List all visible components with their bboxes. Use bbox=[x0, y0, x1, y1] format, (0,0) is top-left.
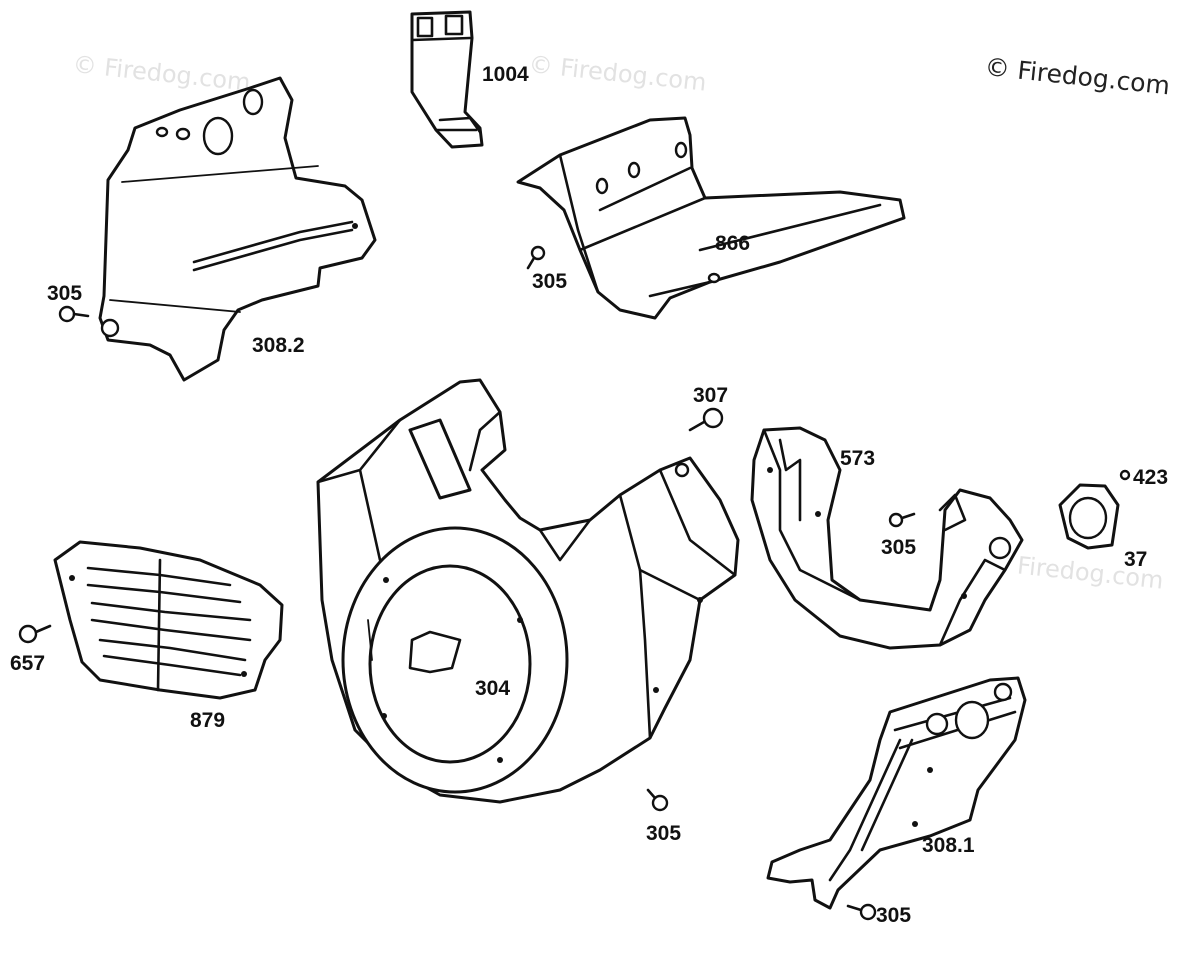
label-305-top: 305 bbox=[532, 270, 567, 293]
part-879-grille bbox=[53, 540, 284, 700]
screw-305-bottom bbox=[646, 788, 669, 812]
label-305-shroud: 305 bbox=[881, 536, 916, 559]
watermark-main: © Firedog.com bbox=[983, 52, 1171, 100]
screw-305-top bbox=[526, 245, 546, 270]
screw-307 bbox=[688, 407, 724, 432]
label-304: 304 bbox=[475, 677, 510, 700]
label-308-1: 308.1 bbox=[922, 834, 975, 857]
part-labels: 1004 305 308.2 866 305 307 573 423 305 3… bbox=[10, 63, 1168, 927]
label-879: 879 bbox=[190, 709, 225, 732]
watermark-top-left: © Firedog.com bbox=[71, 50, 251, 97]
label-307: 307 bbox=[693, 384, 728, 407]
watermark-top-center: © Firedog.com bbox=[527, 50, 707, 97]
label-573: 573 bbox=[840, 447, 875, 470]
label-866: 866 bbox=[715, 232, 750, 255]
label-305-left: 305 bbox=[47, 282, 82, 305]
part-308-1-bracket bbox=[766, 676, 1027, 910]
screw-657 bbox=[18, 624, 52, 644]
part-1004-duct bbox=[410, 10, 484, 149]
label-37: 37 bbox=[1124, 548, 1147, 571]
label-305-bottom: 305 bbox=[646, 822, 681, 845]
screw-423 bbox=[1119, 469, 1131, 481]
part-304-blower-housing bbox=[316, 378, 740, 804]
screw-305-bracket bbox=[846, 903, 877, 921]
screw-305-left bbox=[58, 305, 90, 323]
part-37-gasket bbox=[1058, 483, 1120, 550]
part-573-shroud bbox=[750, 426, 1024, 650]
label-1004: 1004 bbox=[482, 63, 529, 86]
label-657: 657 bbox=[10, 652, 45, 675]
label-423: 423 bbox=[1133, 466, 1168, 489]
label-305-bracket: 305 bbox=[876, 904, 911, 927]
part-866-cover bbox=[516, 116, 906, 320]
label-308-2: 308.2 bbox=[252, 334, 305, 357]
part-308-2-shield bbox=[98, 76, 377, 382]
screw-305-shroud bbox=[888, 512, 916, 528]
